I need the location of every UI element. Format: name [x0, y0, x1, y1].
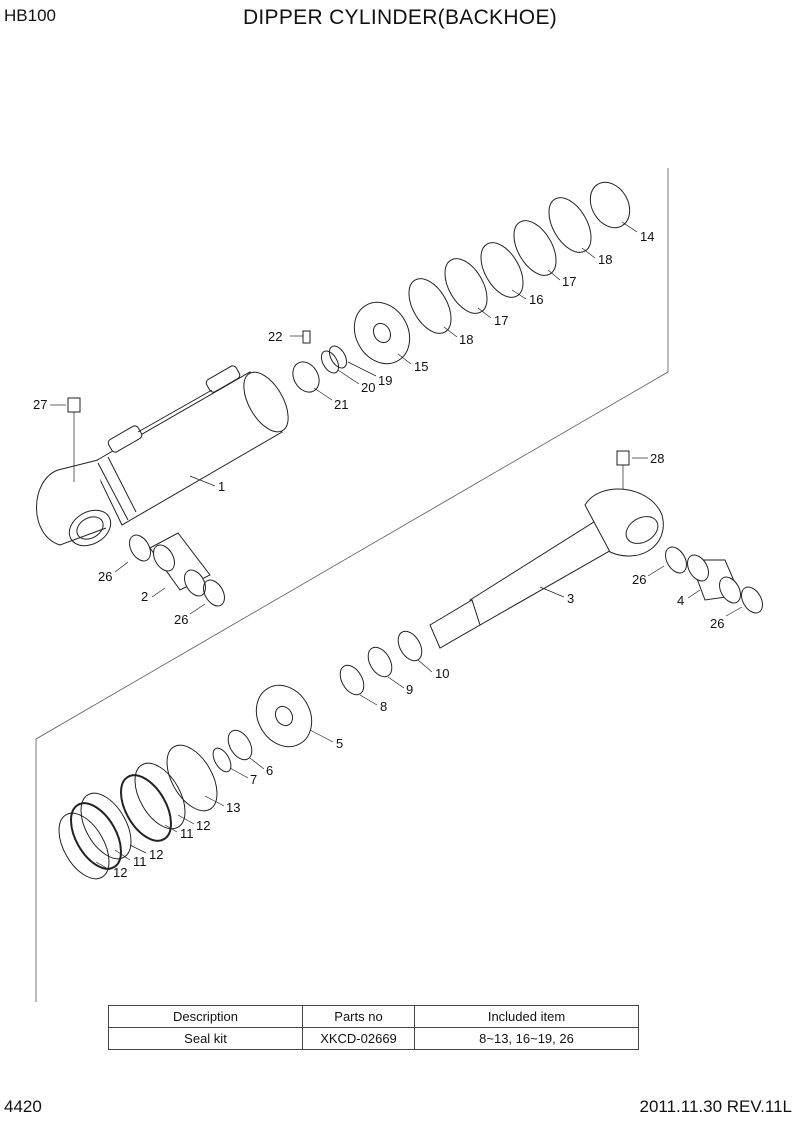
part-o-ring-13: [166, 744, 218, 812]
part-piston-ring-6: [227, 729, 253, 761]
part-piston-5: [255, 684, 313, 748]
table-cell: XKCD-02669: [302, 1027, 415, 1050]
callout-label: 3: [567, 591, 574, 606]
part-bushing-4: [687, 554, 741, 604]
part-dust-seal-26c: [665, 546, 687, 574]
part-ring-12b: [80, 792, 132, 860]
part-rod-seal-16: [480, 242, 524, 298]
table-cell: Seal kit: [108, 1027, 303, 1050]
model-code: HB100: [4, 6, 56, 25]
column-header: Parts no: [302, 1005, 415, 1028]
part-set-screw-22: [302, 330, 311, 344]
part-grease-nipple-27: [67, 397, 81, 482]
part-seal-9: [367, 646, 393, 678]
table-cell: 8~13, 16~19, 26: [414, 1027, 639, 1050]
callout-label: 26: [174, 612, 188, 627]
part-ring-12a: [134, 762, 186, 830]
callout-label: 18: [598, 252, 612, 267]
callout-label: 17: [562, 274, 576, 289]
callout-label: 1: [218, 479, 225, 494]
callout-label: 28: [650, 451, 664, 466]
callout-label: 12: [149, 847, 163, 862]
part-ring-11b: [70, 802, 122, 870]
part-ring-7: [212, 747, 232, 773]
callout-label: 20: [361, 380, 375, 395]
assembly-frame: [35, 168, 669, 1002]
callout-label: 26: [710, 616, 724, 631]
callout-label: 2: [141, 589, 148, 604]
callout-labels: 1 2 3 4 5 6 7 8 9 10 11 11 12 12 12 12 1…: [33, 221, 743, 880]
part-cylinder-tube: [36, 365, 289, 547]
callout-label: 15: [414, 359, 428, 374]
callout-label: 16: [529, 292, 543, 307]
callout-label: 26: [98, 569, 112, 584]
part-dust-seal-26d: [741, 586, 763, 614]
table-header-row: Description Parts no Included item: [108, 1005, 639, 1028]
part-bushing-14: [589, 181, 631, 229]
callout-label: 22: [268, 329, 282, 344]
part-o-ring-17b: [444, 258, 488, 314]
callout-label: 26: [632, 572, 646, 587]
table-row: Seal kit XKCD-02669 8~13, 16~19, 26: [108, 1027, 639, 1050]
callout-label: 8: [380, 699, 387, 714]
page-title: DIPPER CYLINDER(BACKHOE): [242, 6, 558, 29]
callout-label: 21: [334, 397, 348, 412]
callout-label: 19: [378, 373, 392, 388]
part-cushion-ring-10: [397, 630, 423, 662]
callout-label: 5: [336, 736, 343, 751]
callout-label: 11: [180, 826, 194, 841]
part-lock-nut-21: [292, 361, 320, 393]
part-o-ring-17a: [513, 220, 557, 276]
seal-kit-table: Description Parts no Included item Seal …: [108, 1005, 639, 1050]
part-ring-11a: [120, 774, 172, 842]
callout-label: 13: [226, 800, 240, 815]
callout-label: 18: [459, 332, 473, 347]
revision-date: 2011.11.30 REV.11L: [639, 1097, 792, 1116]
column-header: Included item: [414, 1005, 639, 1028]
callout-label: 27: [33, 397, 47, 412]
callout-label: 9: [406, 682, 413, 697]
part-backup-ring-18b: [408, 278, 452, 334]
part-o-ring-19: [328, 345, 348, 369]
callout-label: 7: [250, 772, 257, 787]
callout-label: 6: [266, 763, 273, 778]
part-rod-cover-15: [353, 301, 411, 365]
callout-label: 14: [640, 229, 654, 244]
callout-label: 12: [196, 818, 210, 833]
part-ring-12c: [58, 812, 110, 880]
callout-label: 4: [677, 593, 684, 608]
part-backup-ring-18a: [548, 197, 592, 253]
callout-label: 10: [435, 666, 449, 681]
column-header: Description: [108, 1005, 303, 1028]
part-bushing-2: [149, 532, 211, 597]
part-seal-8: [339, 664, 365, 696]
callout-label: 12: [113, 865, 127, 880]
page-number: 4420: [4, 1097, 42, 1116]
part-dust-seal-26a: [129, 534, 151, 562]
callout-label: 17: [494, 313, 508, 328]
part-piston-rod: [429, 488, 664, 649]
callout-label: 11: [133, 854, 147, 869]
part-dust-seal-26b: [203, 579, 225, 607]
part-grease-nipple-28: [616, 450, 630, 495]
part-backup-ring-20: [320, 350, 340, 374]
